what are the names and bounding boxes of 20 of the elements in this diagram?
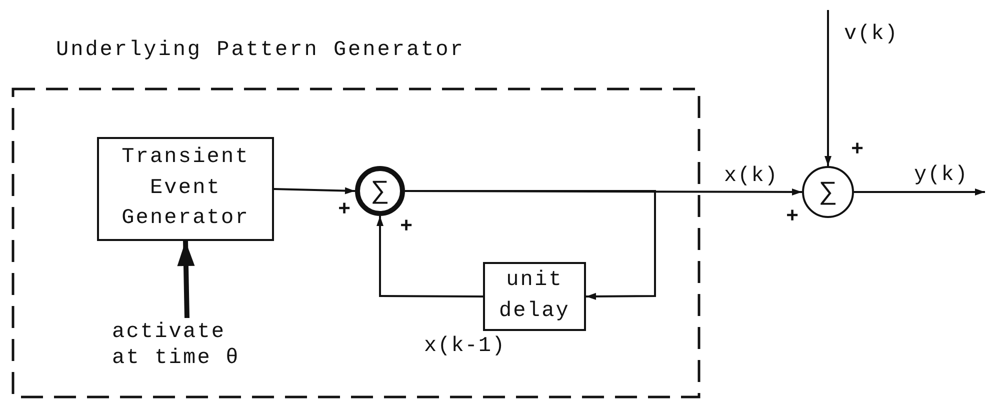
block-label: Transient Event Generator	[120, 145, 250, 232]
arrow	[376, 216, 483, 298]
summing-junction	[802, 166, 854, 218]
arrow	[177, 240, 195, 318]
summing-junction	[355, 166, 405, 216]
sum-symbol: ∑	[820, 179, 836, 205]
input-label: activate at time θ	[112, 320, 241, 372]
arrow	[405, 190, 656, 300]
sign-label: +	[399, 215, 415, 240]
block-label: unit delay	[498, 268, 571, 324]
sum-symbol: ∑	[372, 178, 388, 204]
sign-label: +	[850, 138, 866, 164]
sign-label: +	[337, 198, 353, 224]
process-box	[97, 137, 274, 241]
sign-label: +	[785, 205, 801, 230]
group-heading: Underlying Pattern Generator	[56, 38, 465, 64]
arrow	[824, 10, 832, 166]
process-box	[483, 262, 586, 331]
arrow	[854, 188, 985, 196]
arrow	[274, 187, 356, 194]
